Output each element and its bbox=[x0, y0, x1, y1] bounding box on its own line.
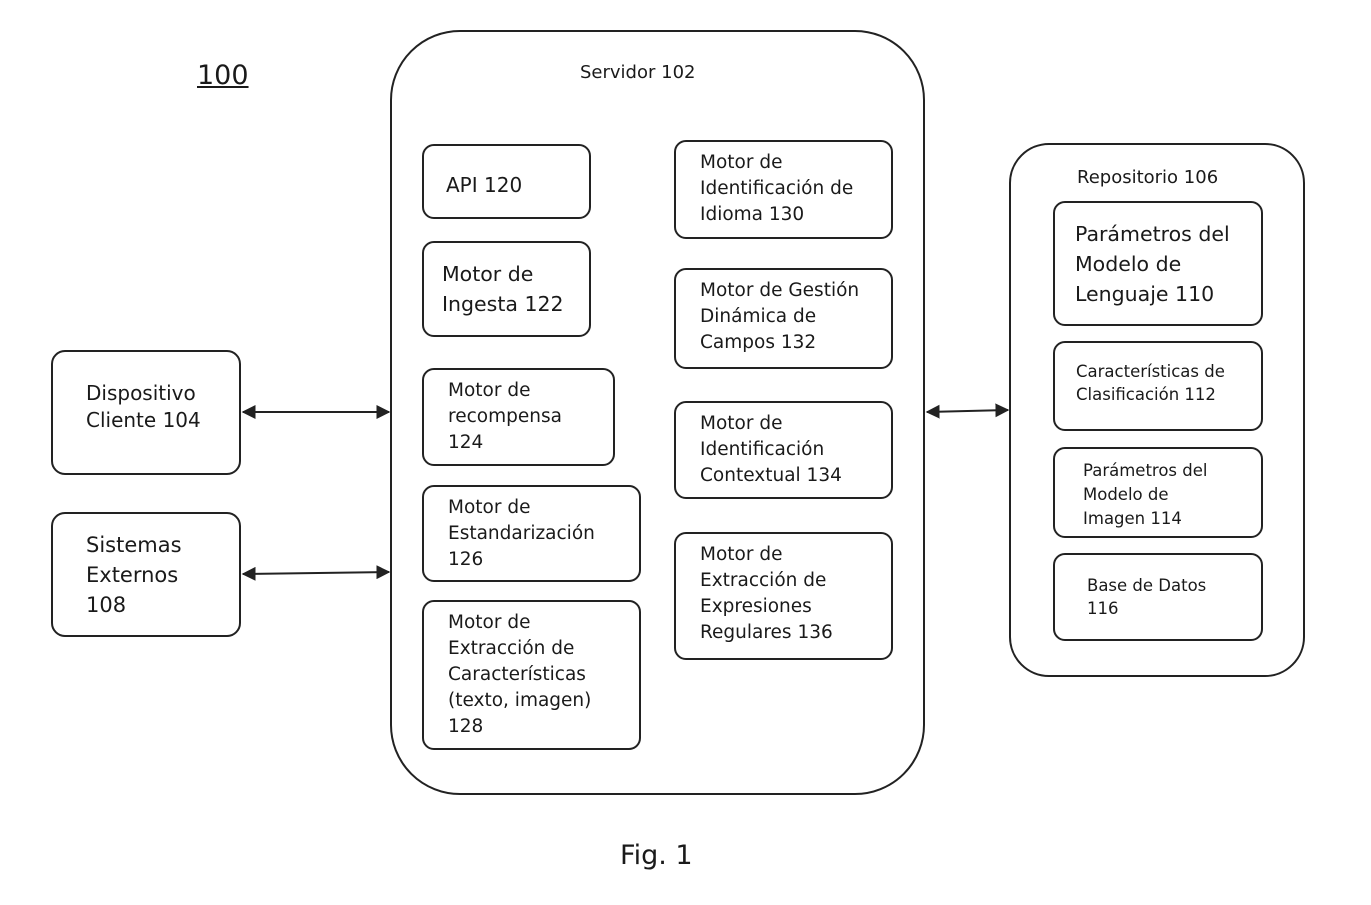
arrow-external-server bbox=[243, 572, 389, 574]
arrow-server-repository bbox=[927, 410, 1008, 412]
